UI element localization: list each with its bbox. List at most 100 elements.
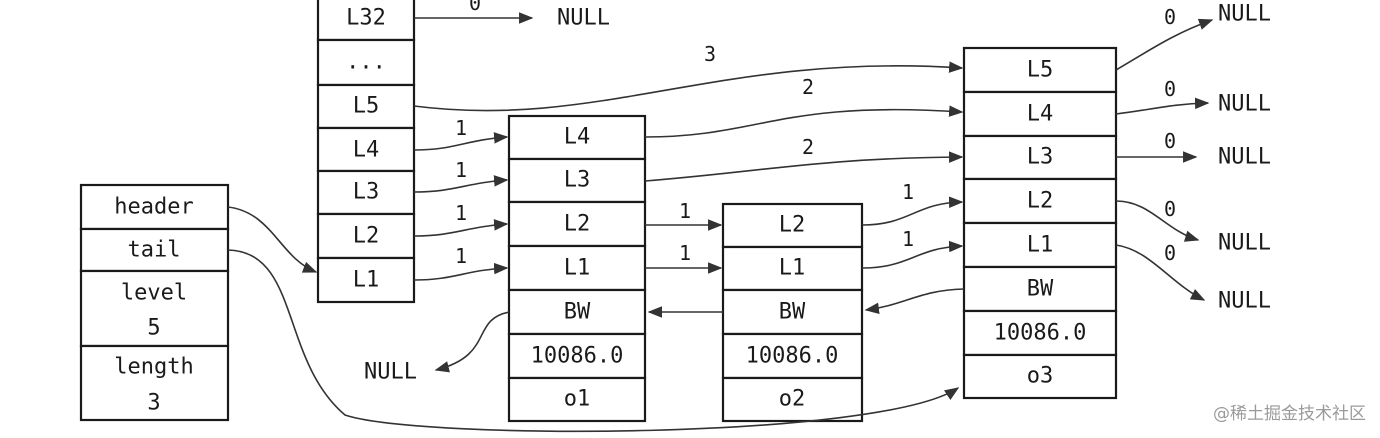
- header-level-l2-label: L2: [353, 224, 380, 249]
- header-level-ellipsis: [316, 38, 416, 87]
- o1-level-l3-label: L3: [564, 168, 591, 193]
- o2-obj-value: o2: [779, 387, 806, 412]
- o1-level-l1-label: L1: [564, 256, 591, 281]
- o3-backward: [962, 265, 1118, 313]
- header-level-l5-label: L5: [353, 94, 380, 119]
- node-o2: L2 L1 BW 10086.0 o2: [721, 202, 864, 423]
- edge-o3-l1-null: [1115, 244, 1206, 301]
- null-o3-l2: NULL: [1218, 231, 1271, 256]
- span-header-l1: 1: [455, 244, 467, 268]
- span-labels: 0 3 1 1 1 1 2 2 1 1 1 1 0 0 0 0 0: [455, 0, 1176, 268]
- o3-obj: [962, 353, 1118, 400]
- header-cell: [79, 183, 230, 231]
- o1-level-l3: [507, 157, 647, 204]
- length-field-value: 3: [147, 391, 160, 416]
- o2-level-l2: [721, 202, 864, 249]
- o3-level-l1: [962, 221, 1118, 269]
- null-o3-l4: NULL: [1218, 92, 1271, 117]
- header-level-l3-label: L3: [353, 180, 380, 205]
- span-o3-l5: 0: [1164, 5, 1176, 29]
- header-field-label: header: [114, 195, 193, 220]
- o1-level-l4: [507, 114, 647, 161]
- header-level-ellipsis-label: ...: [346, 50, 386, 75]
- o2-obj: [721, 376, 864, 423]
- o3-level-l5-label: L5: [1027, 58, 1054, 83]
- o2-backward-label: BW: [779, 300, 806, 325]
- null-o3-l1: NULL: [1218, 289, 1271, 314]
- null-header-l32: NULL: [557, 6, 610, 31]
- o1-backward-label: BW: [564, 300, 591, 325]
- header-level-l5: [316, 83, 416, 130]
- o3-level-l3-label: L3: [1027, 145, 1054, 170]
- edge-o3-bw-o2: [864, 288, 965, 315]
- node-o3: L5 L4 L3 L2 L1 BW 10086.0 o3: [962, 46, 1118, 400]
- edge-o2-l2-o3: [861, 196, 964, 226]
- edge-header-l2-o1: [413, 219, 509, 237]
- span-o3-l1: 0: [1164, 241, 1176, 265]
- o1-level-l1: [507, 244, 647, 292]
- info-pointers: [227, 206, 960, 433]
- span-o1-l4: 2: [802, 75, 814, 99]
- o1-obj: [507, 376, 647, 423]
- edge-o3-l5-null: [1115, 18, 1214, 71]
- edge-o1-l4-o3: [644, 105, 964, 138]
- null-o3-l3: NULL: [1218, 145, 1271, 170]
- o3-level-l1-label: L1: [1027, 233, 1054, 258]
- o3-level-l2-label: L2: [1027, 189, 1054, 214]
- o3-backward-label: BW: [1027, 277, 1054, 302]
- span-o1-l1: 1: [679, 241, 691, 265]
- level-field-label: level: [121, 281, 187, 306]
- o1-level-l2-label: L2: [564, 212, 591, 237]
- header-node: L32 ... L5 L4 L3 L2 L1: [316, 0, 416, 304]
- backward-pointers: [434, 288, 965, 373]
- edge-o2-l1-o3: [861, 240, 964, 269]
- edge-o3-l4-null: [1115, 97, 1210, 115]
- o2-level-l1-label: L1: [779, 256, 806, 281]
- edge-o1-bw-null: [434, 311, 510, 373]
- span-header-l2: 1: [455, 201, 467, 225]
- o3-level-l4-label: L4: [1027, 102, 1054, 127]
- header-level-l1-label: L1: [353, 268, 380, 293]
- level-field-value: 5: [147, 316, 160, 341]
- o3-level-l4: [962, 90, 1118, 138]
- header-level-l1: [316, 256, 416, 304]
- length-field-label: length: [114, 355, 193, 380]
- o1-backward: [507, 288, 647, 336]
- tail-field-label: tail: [128, 238, 181, 263]
- span-o2-l1: 1: [902, 227, 914, 251]
- span-header-l32: 0: [469, 0, 481, 15]
- header-level-l4-label: L4: [353, 138, 380, 163]
- null-o3-l5: NULL: [1218, 2, 1271, 27]
- length-cell: [79, 344, 230, 422]
- span-o3-l2: 0: [1164, 197, 1176, 221]
- watermark: @稀土掘金技术社区: [1213, 404, 1366, 424]
- edge-info-header: [227, 206, 318, 273]
- o2-level-l1: [721, 245, 864, 292]
- span-o2-l2: 1: [902, 180, 914, 204]
- edge-o1-l3-o3: [644, 151, 964, 182]
- zskiplist-struct: header tail level 5 length 3: [79, 183, 230, 422]
- node-o1: L4 L3 L2 L1 BW 10086.0 o1: [507, 114, 647, 423]
- null-o1-backward: NULL: [364, 360, 417, 385]
- edge-header-l3-o1: [413, 175, 509, 193]
- o1-score-value: 10086.0: [531, 344, 624, 369]
- span-header-l5: 3: [704, 42, 716, 66]
- o3-score-value: 10086.0: [994, 321, 1087, 346]
- header-level-l32-label: L32: [346, 6, 386, 31]
- span-o3-l4: 0: [1164, 77, 1176, 101]
- edge-header-l1-o1: [413, 262, 509, 281]
- edge-header-l4-o1: [413, 132, 509, 151]
- o3-obj-value: o3: [1027, 364, 1054, 389]
- span-header-l4: 1: [455, 116, 467, 140]
- edge-header-l5-o3: [413, 61, 964, 112]
- o2-level-l2-label: L2: [779, 213, 806, 238]
- forward-pointers: [413, 12, 1214, 301]
- o2-score-value: 10086.0: [746, 344, 839, 369]
- edge-o3-l2-null: [1115, 200, 1200, 242]
- edge-info-tail: [227, 249, 960, 433]
- span-header-l3: 1: [455, 158, 467, 182]
- span-o1-l3: 2: [802, 135, 814, 159]
- o3-level-l3: [962, 134, 1118, 181]
- null-labels: NULL NULL NULL NULL NULL NULL NULL: [364, 2, 1271, 385]
